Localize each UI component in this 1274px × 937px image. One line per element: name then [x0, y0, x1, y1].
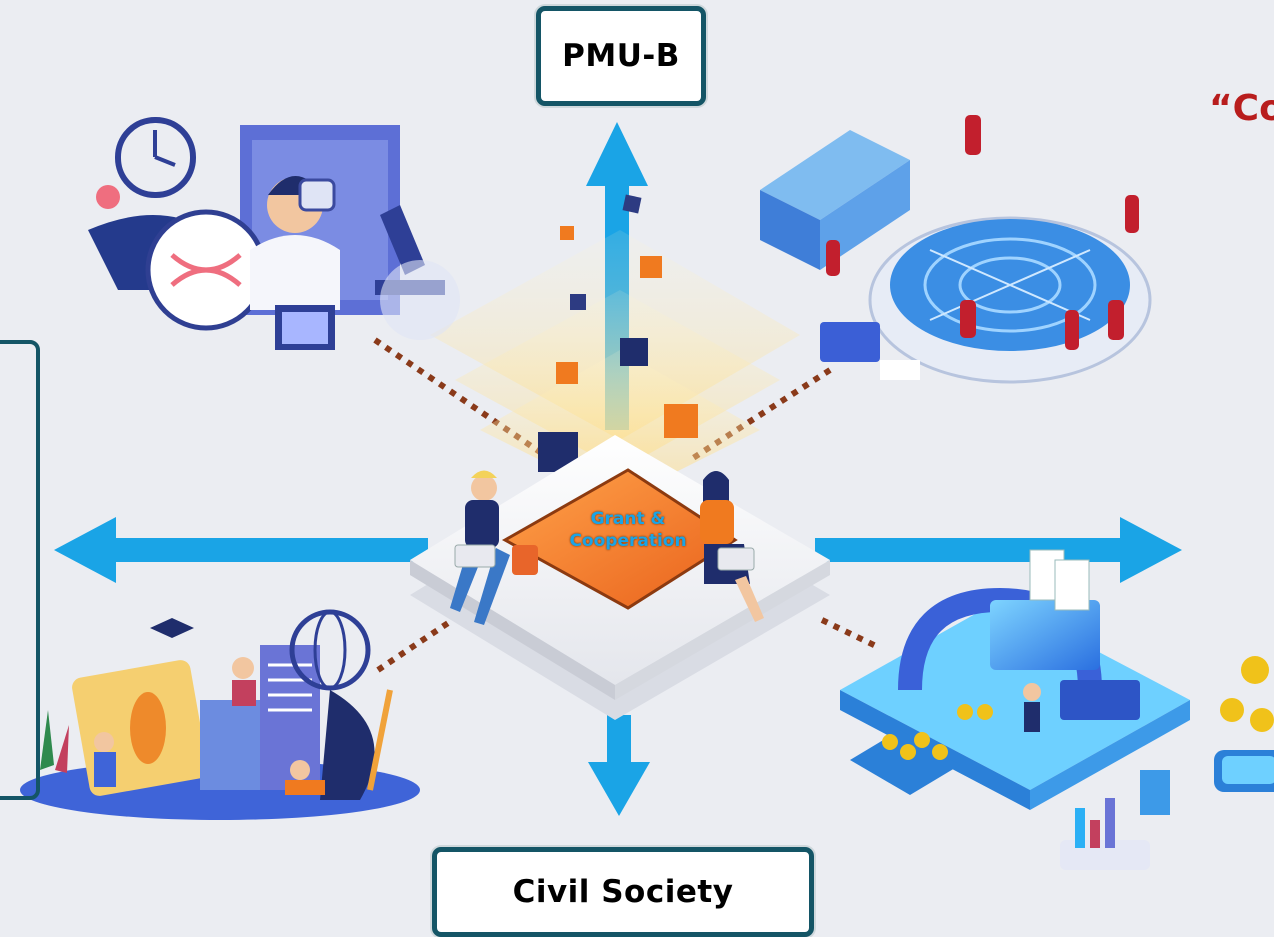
connector-top-right	[688, 367, 832, 463]
left-panel-frame	[0, 340, 40, 800]
center-label: Grant & Cooperation	[569, 509, 687, 551]
funding-finance-illustration	[840, 549, 1190, 870]
arrow-right	[815, 517, 1182, 583]
person-right	[700, 471, 764, 622]
connector-bottom-right	[820, 617, 882, 651]
grant-cooperation-diamond	[501, 468, 738, 610]
coins-partial-illustration	[1214, 656, 1274, 792]
connector-bottom-left	[376, 612, 462, 673]
floating-cubes	[538, 194, 698, 472]
person-left	[450, 470, 538, 625]
arrow-down	[588, 715, 650, 816]
node-civil-society: Civil Society	[432, 847, 814, 937]
node-civil-society-label: Civil Society	[512, 874, 734, 910]
node-pmu-b-label: PMU-B	[562, 38, 680, 74]
node-pmu-b: PMU-B	[536, 6, 706, 106]
education-illustration	[20, 609, 420, 820]
quote-fragment: “Co	[1209, 88, 1274, 129]
research-lab-illustration	[88, 117, 460, 350]
data-analysis-illustration	[760, 115, 1152, 384]
arrow-left	[54, 517, 428, 583]
